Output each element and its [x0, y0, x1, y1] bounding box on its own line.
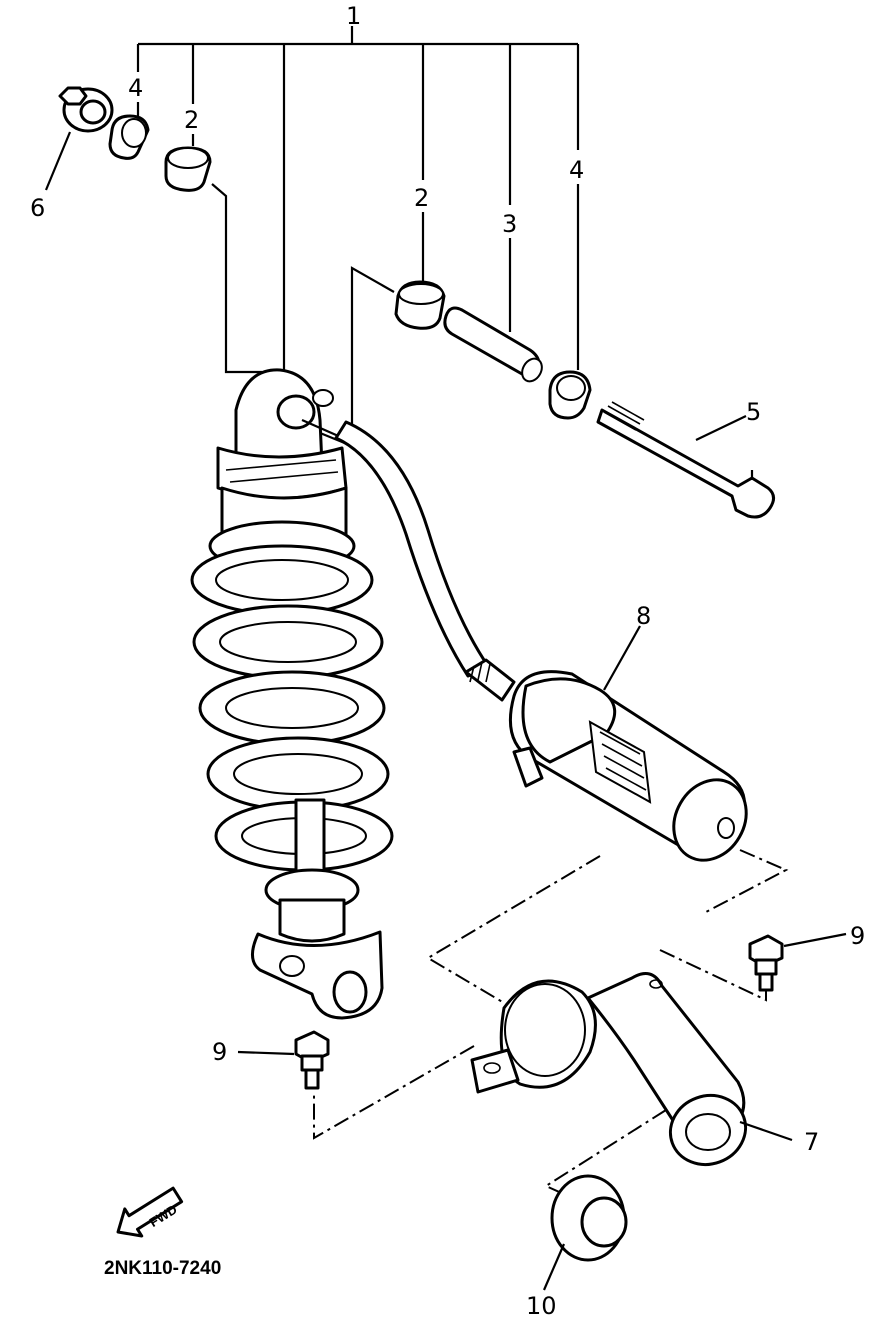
callout-2-left: 2: [184, 106, 199, 134]
part-3-collar: [443, 306, 543, 383]
shock-absorber-assembly: [190, 368, 490, 1020]
callout-6: 6: [30, 194, 45, 222]
part-8-reservoir: [464, 625, 748, 862]
callout-7: 7: [804, 1128, 819, 1156]
drawing-code: 2NK110-7240: [104, 1258, 221, 1279]
part-4-collar-right: [548, 370, 592, 420]
callout-8: 8: [636, 602, 651, 630]
part-5-bolt: [596, 401, 775, 519]
callout-9-right: 9: [850, 922, 865, 950]
callout-9-left: 9: [212, 1038, 227, 1066]
part-9-bolt-left: [237, 1030, 330, 1090]
part-4-collar-left: [108, 114, 150, 160]
part-2-bushing-left: [164, 146, 212, 192]
part-9-bolt-right: [748, 932, 847, 992]
part-10-grommet: [542, 1174, 628, 1291]
part-7-bracket: [470, 972, 793, 1166]
callout-2-right: 2: [414, 184, 429, 212]
callout-3: 3: [502, 210, 517, 238]
callout-5: 5: [746, 398, 761, 426]
callout-10: 10: [526, 1292, 557, 1320]
forward-direction-arrow: [116, 1186, 184, 1238]
callout-1: 1: [346, 2, 361, 30]
coil-spring: [190, 544, 394, 872]
part-6-cap-nut: [44, 86, 114, 191]
part1-leader-bracket: [136, 26, 580, 372]
callout-4-right: 4: [569, 156, 584, 184]
part-2-bushing-right: [394, 280, 446, 330]
callout-4-left: 4: [128, 74, 143, 102]
